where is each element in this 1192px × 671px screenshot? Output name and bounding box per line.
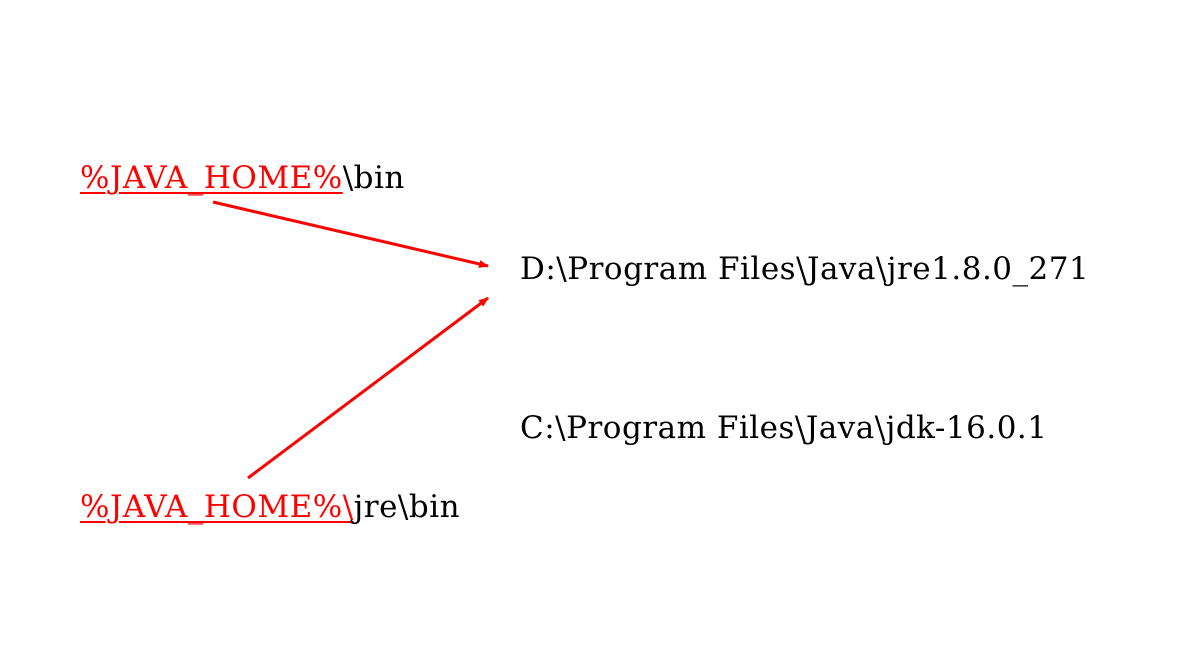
path-separator: \: [342, 489, 354, 525]
jre-bin-suffix: jre\bin: [353, 489, 461, 525]
path-java-home-jre-bin: %JAVA_HOME%\jre\bin: [80, 489, 460, 525]
java-home-variable: %JAVA_HOME%: [80, 160, 343, 196]
java-home-variable: %JAVA_HOME%: [80, 489, 343, 525]
bin-suffix: \bin: [342, 160, 405, 196]
jdk-path: C:\Program Files\Java\jdk-16.0.1: [520, 410, 1048, 446]
path-java-home-bin: %JAVA_HOME%\bin: [80, 160, 405, 196]
arrow-jre-bin-to-jre: [247, 296, 489, 480]
arrow-bin-to-jre: [212, 200, 489, 268]
jre-path: D:\Program Files\Java\jre1.8.0_271: [520, 251, 1090, 287]
